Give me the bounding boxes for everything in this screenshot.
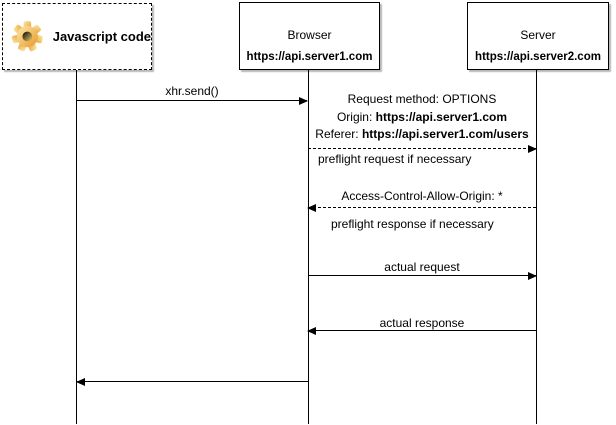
origin-header-line: Origin: https://api.server1.com xyxy=(336,109,508,124)
js-actor-label: Javascript code xyxy=(52,29,151,44)
browser-actor-box: Browser https://api.server1.com xyxy=(239,2,380,70)
xhr-send-arrow xyxy=(77,97,308,105)
preflight-request-arrow xyxy=(308,145,537,153)
server-title: Server xyxy=(520,28,556,42)
server-lifeline xyxy=(536,70,537,424)
preflight-request-headers: Request method: OPTIONS Origin: https://… xyxy=(305,91,539,144)
browser-lifeline xyxy=(308,70,309,424)
browser-url: https://api.server1.com xyxy=(246,51,373,63)
preflight-response-arrow xyxy=(307,204,536,212)
referer-header-line: Referer: https://api.server1.com/users xyxy=(315,127,529,141)
js-lifeline xyxy=(76,70,77,424)
server-url: https://api.server2.com xyxy=(475,51,601,63)
actual-response-label: actual response xyxy=(379,316,465,330)
actual-response-arrow xyxy=(307,327,536,335)
browser-title: Browser xyxy=(287,28,332,42)
actual-request-arrow xyxy=(308,272,537,280)
actual-request-label: actual request xyxy=(384,260,460,274)
acao-header-label: Access-Control-Allow-Origin: * xyxy=(341,189,503,203)
preflight-response-note: preflight response if necessary xyxy=(331,217,494,231)
server-actor-box: Server https://api.server2.com xyxy=(467,2,609,70)
preflight-request-note: preflight request if necessary xyxy=(318,152,472,166)
gear-icon xyxy=(11,21,43,52)
js-actor-box: Javascript code xyxy=(2,3,152,70)
return-arrow xyxy=(76,378,308,386)
xhr-send-label: xhr.send() xyxy=(165,84,219,98)
request-method-line: Request method: OPTIONS xyxy=(347,92,497,106)
